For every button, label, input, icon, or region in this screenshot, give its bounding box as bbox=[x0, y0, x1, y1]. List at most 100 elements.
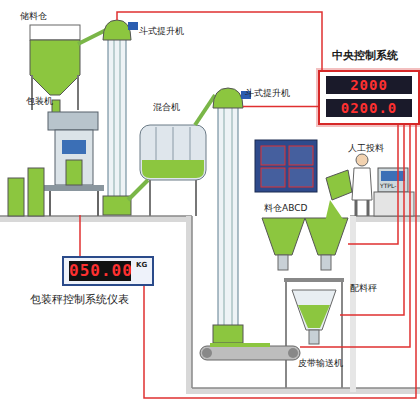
display-value: 2000 bbox=[326, 76, 412, 94]
bucket-elevator: 斗式提升机 bbox=[213, 88, 243, 343]
chute bbox=[78, 30, 106, 44]
packing-scale-display: 050.00KG包装秤控制系统仪表 bbox=[62, 256, 154, 286]
bin-cell bbox=[261, 168, 285, 187]
ground bbox=[0, 216, 192, 222]
pit-wall-right bbox=[350, 216, 356, 392]
scale-content bbox=[298, 305, 330, 328]
screen bbox=[381, 171, 405, 181]
equipment-label: 斗式提升机 bbox=[245, 88, 290, 98]
equipment-label: 储料仓 bbox=[20, 11, 47, 21]
computer-screen bbox=[378, 168, 408, 192]
scale-frame bbox=[284, 278, 344, 282]
elevator-casing bbox=[218, 104, 238, 329]
chute bbox=[195, 95, 215, 125]
computer-label: YTPL- bbox=[380, 183, 396, 190]
control-wire bbox=[79, 215, 81, 256]
pit-wall bbox=[186, 216, 192, 392]
hopper-gate bbox=[278, 255, 288, 270]
scale-leg bbox=[341, 282, 343, 388]
mixer-leg bbox=[149, 180, 151, 216]
equipment-label: 混合机 bbox=[153, 102, 180, 112]
storage-silo: 储料仓 bbox=[30, 25, 80, 100]
display-value: 包装秤控制系统仪表 bbox=[30, 294, 129, 307]
worker-head bbox=[356, 154, 368, 166]
elevator-belt bbox=[120, 38, 121, 198]
belt-conveyor: 皮带输送机 bbox=[200, 344, 300, 362]
worker-body bbox=[352, 168, 372, 200]
upper-floor bbox=[350, 216, 420, 222]
bin-monitor bbox=[255, 140, 317, 192]
worker-label: 人工投料 bbox=[348, 143, 384, 153]
packer-table bbox=[44, 185, 104, 191]
roller bbox=[288, 348, 298, 358]
hopper bbox=[305, 218, 348, 255]
display-value: KG bbox=[136, 261, 147, 269]
silo-top bbox=[30, 25, 80, 40]
control-wire bbox=[340, 125, 404, 315]
elevator-belt bbox=[232, 106, 233, 326]
elevator-head bbox=[103, 20, 131, 40]
pit-floor-line bbox=[192, 387, 420, 389]
equipment-label: 料仓ABCD bbox=[264, 203, 307, 213]
bag bbox=[8, 178, 24, 216]
control-wire bbox=[144, 125, 416, 398]
elevator-belt bbox=[114, 38, 115, 198]
control-wire bbox=[348, 125, 398, 244]
scale-leg bbox=[285, 282, 287, 388]
packer-leg bbox=[97, 191, 99, 216]
packer-head bbox=[48, 112, 98, 130]
equipment-label: 皮带输送机 bbox=[298, 358, 343, 368]
hopper-gate bbox=[321, 255, 331, 270]
worker-leg bbox=[367, 200, 370, 216]
mixer: 混合机 bbox=[137, 118, 209, 188]
pit-wall-line bbox=[191, 216, 193, 388]
packer-body bbox=[55, 130, 93, 185]
equipment-label: 包装机 bbox=[26, 96, 53, 106]
elevator-boot bbox=[103, 196, 131, 215]
control-wire bbox=[117, 12, 322, 70]
elevator-belt bbox=[224, 106, 225, 326]
control-wire bbox=[300, 125, 410, 347]
pit-floor bbox=[186, 388, 420, 394]
control-wire bbox=[243, 106, 318, 108]
elevator-boot bbox=[213, 325, 243, 343]
falling-material bbox=[325, 200, 345, 222]
packing-machine: 包装机 bbox=[48, 110, 98, 215]
packer-panel bbox=[62, 140, 86, 154]
central-control-panel: 中央控制系统20000200.0 bbox=[318, 70, 420, 125]
bag bbox=[66, 160, 82, 185]
feed-bag bbox=[326, 170, 352, 200]
mixer-content bbox=[142, 160, 204, 178]
bucket-elevator: 斗式提升机 bbox=[103, 20, 131, 215]
scale-hopper bbox=[292, 290, 336, 330]
silo-body bbox=[30, 40, 80, 95]
equipment-label: 配料秤 bbox=[350, 283, 377, 293]
bin-cell bbox=[289, 168, 313, 187]
belt-load bbox=[210, 343, 270, 347]
computer-desk bbox=[374, 192, 414, 216]
bin-hoppers: 料仓ABCD bbox=[262, 218, 348, 270]
bag bbox=[28, 168, 44, 216]
equipment-label: 斗式提升机 bbox=[139, 26, 184, 36]
elevator-casing bbox=[108, 35, 126, 200]
equipment-label: 050.00 bbox=[69, 261, 131, 281]
chute bbox=[128, 180, 148, 200]
batching-scale: 配料秤 bbox=[288, 285, 340, 345]
roller bbox=[202, 348, 212, 358]
motor bbox=[128, 22, 138, 30]
equipment-label: 中央控制系统 bbox=[332, 50, 398, 63]
elevator-head bbox=[213, 88, 243, 108]
silo-leg bbox=[77, 75, 79, 110]
mixer-leg bbox=[195, 180, 197, 216]
packer-leg bbox=[49, 191, 51, 216]
scale-gate bbox=[309, 330, 319, 344]
hopper bbox=[262, 218, 305, 255]
belt bbox=[200, 346, 300, 360]
display-value: 0200.0 bbox=[326, 99, 412, 117]
worker-leg bbox=[355, 200, 358, 216]
bin-cell bbox=[261, 146, 285, 165]
mixer-drum bbox=[140, 125, 206, 180]
